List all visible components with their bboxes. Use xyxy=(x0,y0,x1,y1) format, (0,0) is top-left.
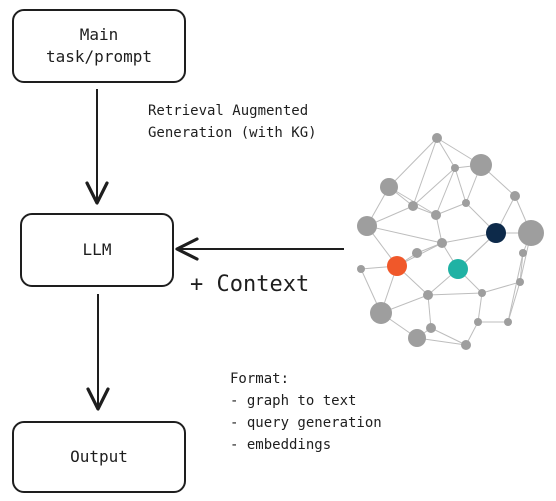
graph-node-highlight xyxy=(387,256,407,276)
rag-line-1: Retrieval Augmented xyxy=(148,103,309,119)
graph-edge xyxy=(519,252,524,283)
graph-edge xyxy=(427,294,432,329)
graph-node xyxy=(412,248,422,258)
graph-node xyxy=(357,216,377,236)
graph-node xyxy=(357,265,365,273)
graph-node xyxy=(451,164,459,172)
graph-node xyxy=(408,201,418,211)
graph-node xyxy=(504,318,512,326)
graph-node xyxy=(370,302,392,324)
graph-node xyxy=(474,318,482,326)
format-item-query-generation: - query generation xyxy=(230,415,382,431)
graph-edge xyxy=(366,225,443,244)
graph-node xyxy=(478,289,486,297)
graph-node xyxy=(380,178,398,196)
graph-node xyxy=(519,249,527,257)
rag-line-2: Generation (with KG) xyxy=(148,125,317,141)
graph-node xyxy=(408,329,426,347)
llm-label: LLM xyxy=(82,240,112,259)
graph-node xyxy=(423,290,433,300)
graph-node xyxy=(432,133,442,143)
graph-edge xyxy=(427,292,483,296)
graph-edge xyxy=(412,137,438,207)
graph-edge xyxy=(435,167,456,216)
graph-node xyxy=(516,278,524,286)
graph-edge xyxy=(507,252,524,323)
graph-edge xyxy=(477,292,483,323)
graph-edge xyxy=(481,281,521,294)
graph-node xyxy=(518,220,544,246)
output-label: Output xyxy=(70,447,128,466)
main-task-prompt-box: Main task/prompt xyxy=(12,9,186,83)
output-box: Output xyxy=(12,421,186,493)
graph-node-highlight xyxy=(486,223,506,243)
graph-node xyxy=(426,323,436,333)
graph-node xyxy=(510,191,520,201)
format-item-embeddings: - embeddings xyxy=(230,437,332,453)
graph-edge xyxy=(388,137,438,188)
graph-edge xyxy=(412,167,456,207)
graph-edge xyxy=(507,281,521,323)
graph-edge xyxy=(436,137,456,169)
rag-annotation: Retrieval Augmented Generation (with KG) xyxy=(148,100,317,144)
knowledge-graph-icon xyxy=(357,133,544,350)
graph-node-highlight xyxy=(448,259,468,279)
main-task-prompt-label: Main task/prompt xyxy=(46,25,152,66)
graph-edge xyxy=(435,202,467,216)
context-annotation: + Context xyxy=(190,272,310,297)
graph-node xyxy=(470,154,492,176)
graph-edge xyxy=(454,167,467,204)
graph-node xyxy=(461,340,471,350)
format-title: Format: xyxy=(230,371,290,387)
graph-node xyxy=(462,199,470,207)
graph-edge xyxy=(388,186,437,216)
llm-box: LLM xyxy=(20,213,174,287)
format-item-graph-to-text: - graph to text xyxy=(230,393,357,409)
graph-node xyxy=(431,210,441,220)
graph-edge xyxy=(430,327,467,346)
format-annotation: Format: - graph to text - query generation… xyxy=(230,368,382,456)
graph-node xyxy=(437,238,447,248)
